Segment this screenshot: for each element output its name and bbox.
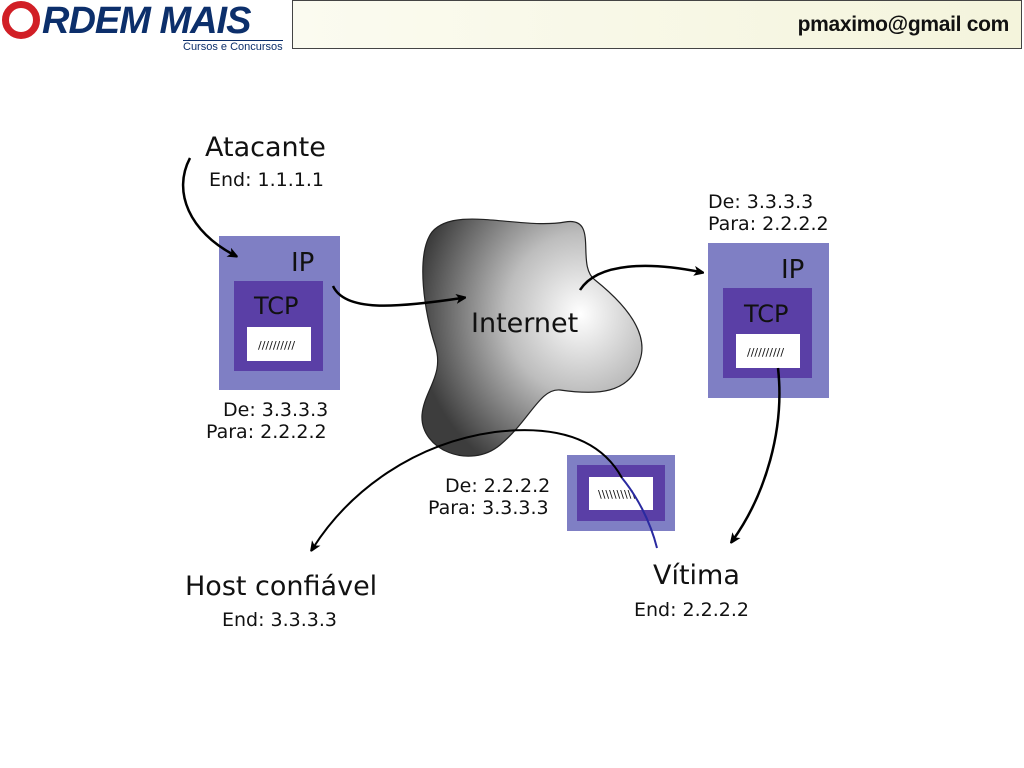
- tcp-label: TCP: [743, 300, 788, 328]
- packet-in-from: De: 3.3.3.3: [708, 191, 813, 213]
- logo-ring-icon: [2, 1, 40, 39]
- payload-box: [589, 477, 653, 510]
- packet-reply: \\\\\\\\\\: [567, 455, 675, 531]
- arrow-packet-to-victim: [733, 367, 781, 540]
- internet-cloud: [421, 218, 643, 457]
- reply-line-victim-to-packet: [621, 477, 658, 549]
- packet-outgoing: IP TCP //////////: [219, 236, 340, 390]
- arrow-packet-to-internet: [331, 285, 462, 307]
- trusted-host-address: End: 3.3.3.3: [222, 609, 337, 631]
- victim-title: Vítima: [653, 560, 740, 591]
- victim-address: End: 2.2.2.2: [634, 599, 749, 621]
- packet-reply-to: Para: 3.3.3.3: [428, 497, 549, 519]
- packet-in-to: Para: 2.2.2.2: [708, 213, 829, 235]
- arrow-reply-to-trusted-host: [313, 429, 623, 548]
- internet-label: Internet: [471, 308, 578, 339]
- ip-label: IP: [291, 248, 314, 278]
- logo-subtitle: Cursos e Concursos: [183, 40, 283, 53]
- attacker-address: End: 1.1.1.1: [209, 169, 324, 191]
- payload-text: \\\\\\\\\\: [598, 488, 635, 501]
- author-email: pmaximo@gmail com: [797, 13, 1010, 36]
- payload-box: [736, 334, 800, 368]
- packet-reply-from: De: 2.2.2.2: [445, 475, 550, 497]
- arrow-internet-to-victim-packet: [578, 264, 700, 291]
- ordem-mais-logo: RDEM MAIS Cursos e Concursos: [0, 0, 292, 53]
- tcp-label: TCP: [253, 292, 298, 320]
- payload-box: [247, 327, 311, 361]
- attacker-title: Atacante: [205, 132, 326, 163]
- slide-header: pmaximo@gmail com RDEM MAIS Cursos e Con…: [0, 0, 1024, 53]
- header-bar: pmaximo@gmail com: [292, 0, 1022, 49]
- logo-text: RDEM MAIS: [42, 0, 251, 42]
- payload-text: //////////: [258, 339, 295, 352]
- trusted-host-title: Host confiável: [185, 571, 377, 602]
- ip-label: IP: [781, 255, 804, 285]
- packet-out-to: Para: 2.2.2.2: [206, 421, 327, 443]
- payload-text: //////////: [747, 346, 784, 359]
- packet-incoming: IP TCP //////////: [708, 243, 829, 398]
- packet-out-from: De: 3.3.3.3: [223, 399, 328, 421]
- arrow-attacker-to-packet: [181, 157, 234, 255]
